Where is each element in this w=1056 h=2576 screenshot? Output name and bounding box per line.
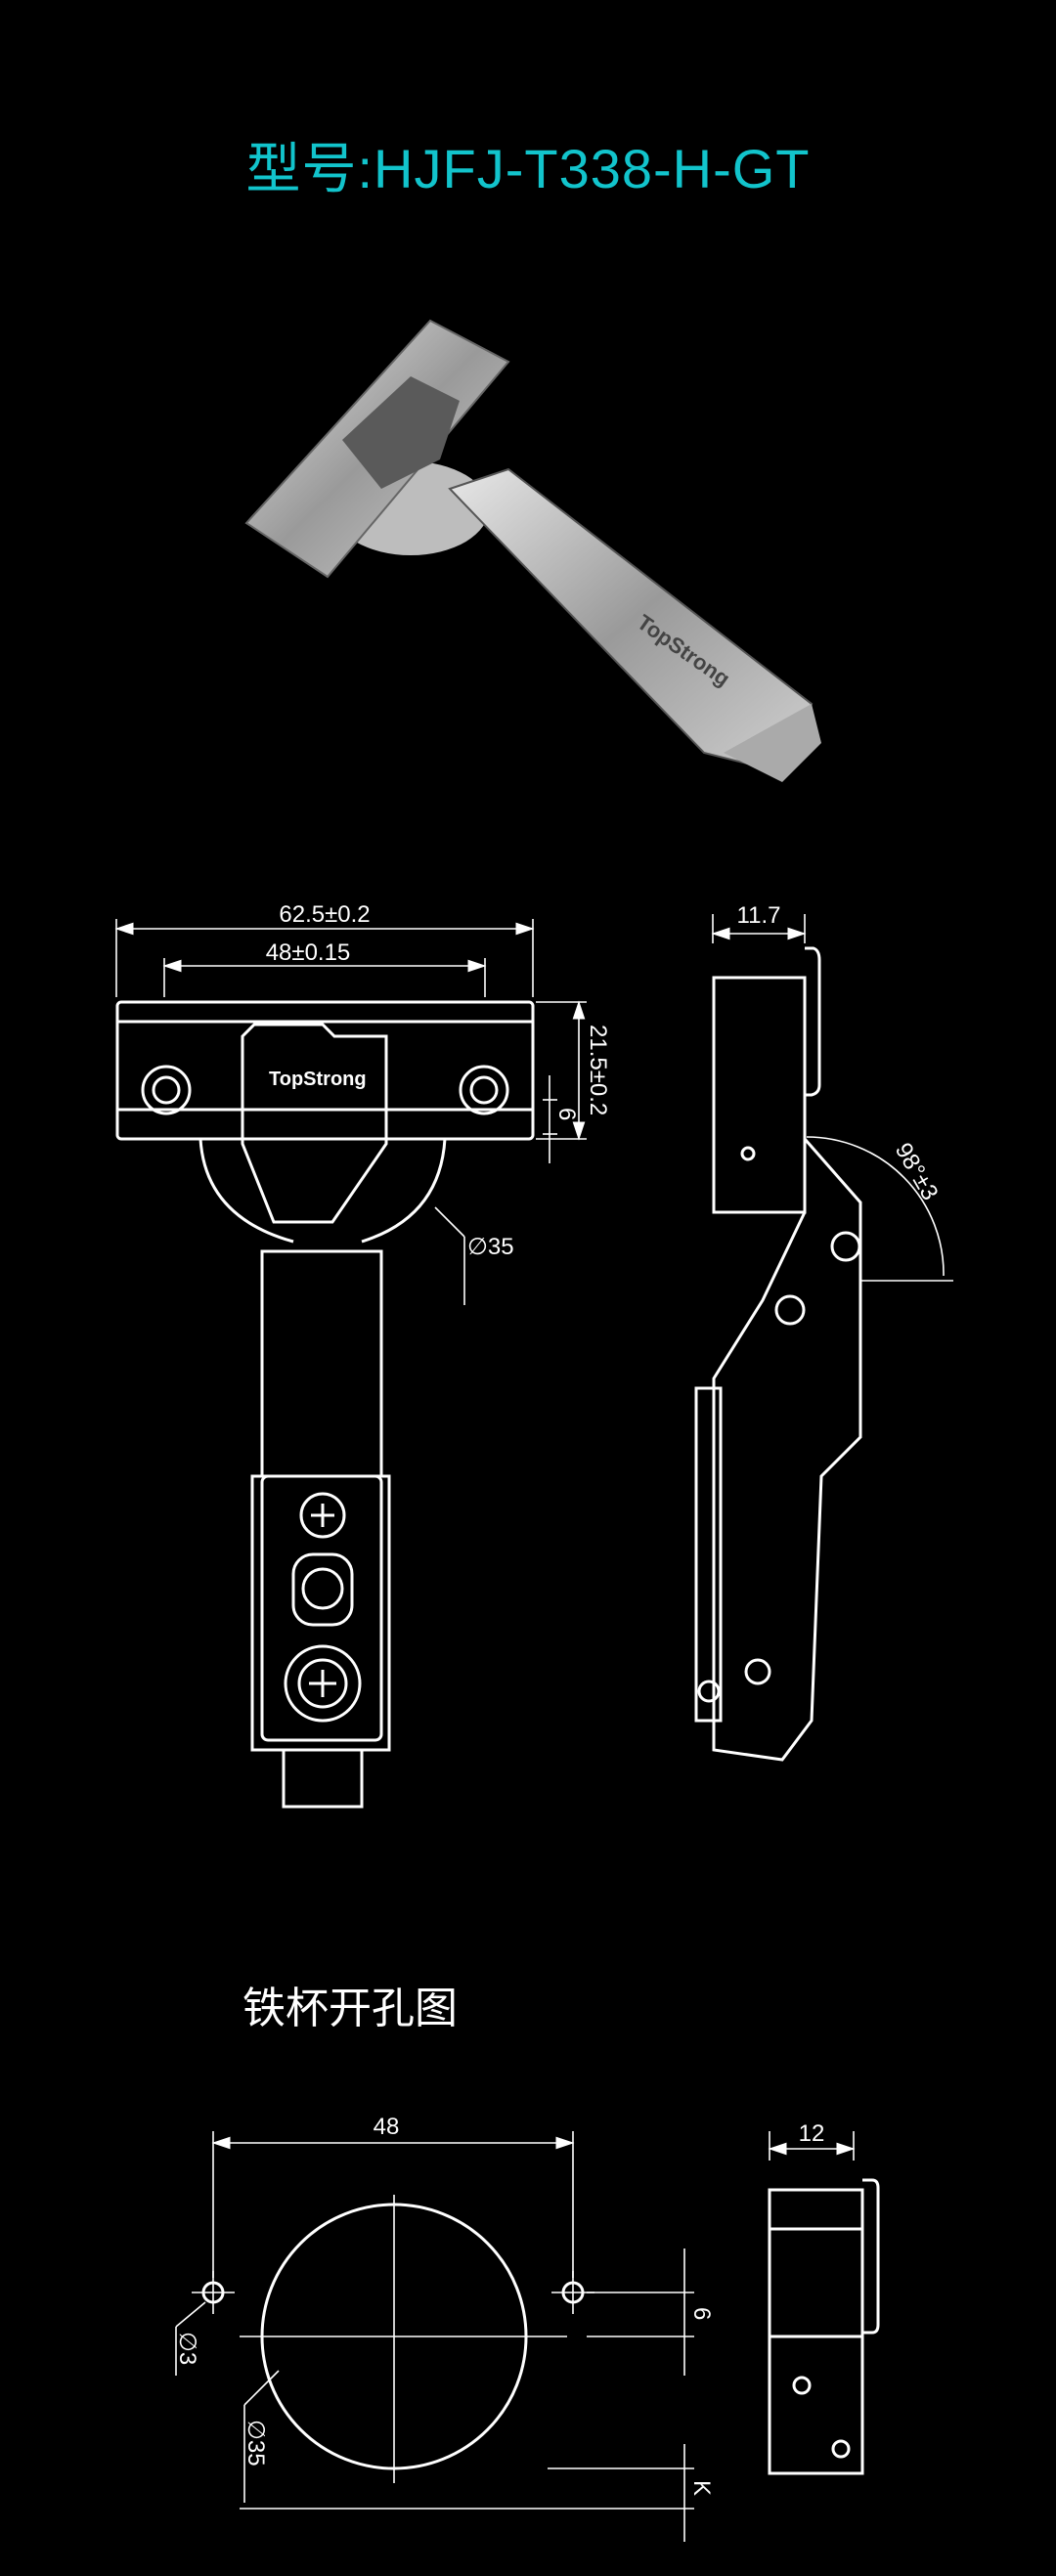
dim-hole-spacing: 48±0.15 [266, 939, 351, 966]
front-view-drawing: 62.5±0.2 48±0.15 TopStrong 21.5±0.2 6 ∅3… [114, 901, 611, 1809]
dim-cup-diameter: ∅35 [467, 1234, 514, 1260]
dim-drill-spacing: 48 [374, 2114, 400, 2140]
dim-overall-width: 62.5±0.2 [279, 901, 370, 928]
dim-edge-distance: K [688, 2480, 715, 2496]
dim-cup-depth: 12 [799, 2120, 825, 2147]
hinge-product-photo: TopStrong [244, 319, 821, 782]
dim-cup-hole: ∅35 [242, 2420, 269, 2467]
model-title: 型号:HJFJ-T338-H-GT [245, 138, 811, 199]
dim-offset: 6 [553, 1108, 580, 1120]
dim-height: 21.5±0.2 [585, 1025, 611, 1115]
dim-drill-offset: 6 [688, 2307, 715, 2320]
front-logo: TopStrong [269, 1069, 367, 1090]
drilling-section-title: 铁杯开孔图 [242, 1984, 458, 2033]
dim-screw-hole: ∅3 [174, 2332, 200, 2365]
dim-side-depth: 11.7 [737, 902, 781, 929]
side-view-drawing: 11.7 98°±3 [694, 902, 953, 1762]
drilling-diagram: 48 6 ∅3 ∅35 K 12 [174, 2114, 880, 2542]
